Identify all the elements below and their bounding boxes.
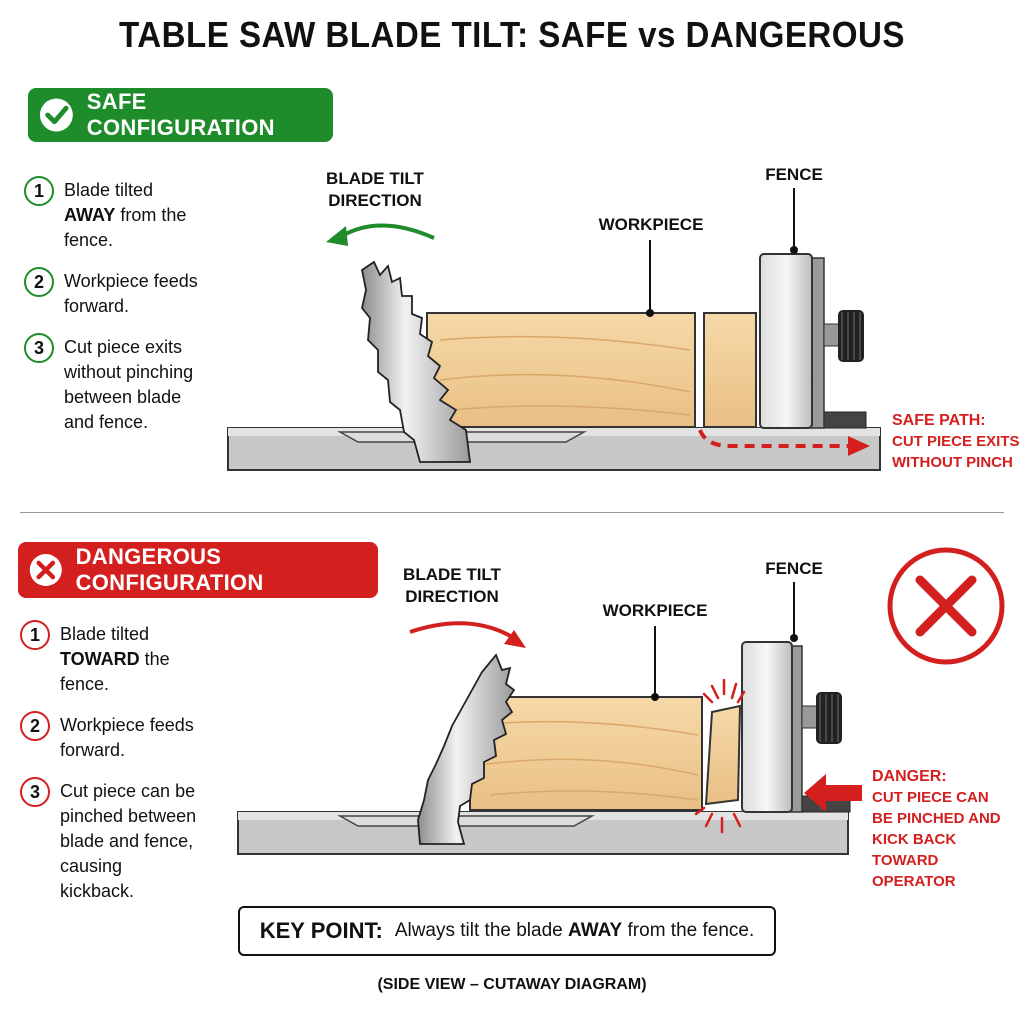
safe-fence-label: FENCE (765, 165, 823, 184)
safe-step-2: 2 Workpiece feeds forward. (24, 267, 204, 319)
danger-tilt-arrow (409, 621, 516, 640)
danger-offcut (704, 704, 742, 806)
safe-offcut (703, 312, 757, 428)
safe-step-1: 1 Blade tilted AWAY from the fence. (24, 176, 204, 253)
key-point-label: KEY POINT: (259, 918, 383, 943)
danger-banner-label: DANGEROUS CONFIGURATION (75, 544, 264, 595)
safe-path-note: SAFE PATH: CUT PIECE EXITS WITHOUT PINCH (892, 412, 1020, 471)
page-title: TABLE SAW BLADE TILT: SAFE vs DANGEROUS (119, 14, 905, 55)
step-number: 2 (24, 267, 54, 297)
section-divider (20, 512, 1004, 513)
step-number: 3 (24, 333, 54, 363)
danger-pinch-arrow (804, 774, 862, 812)
safe-step-3: 3 Cut piece exits without pinching betwe… (24, 333, 204, 435)
dangerous-configuration-banner: DANGEROUS CONFIGURATION (18, 542, 378, 598)
pinch-burst-icon (694, 678, 746, 834)
safe-banner-label: SAFE CONFIGURATION (86, 89, 275, 140)
danger-workpiece (469, 696, 703, 811)
step-number: 1 (20, 620, 50, 650)
checkmark-icon (39, 98, 73, 132)
danger-step-3: 3 Cut piece can be pinched between blade… (20, 777, 200, 904)
safe-workpiece (426, 312, 696, 428)
danger-workpiece-label: WORKPIECE (602, 601, 708, 620)
danger-step-1: 1 Blade tilted TOWARD the fence. (20, 620, 200, 697)
step-number: 1 (24, 176, 54, 206)
step-number: 3 (20, 777, 50, 807)
danger-steps-list: 1 Blade tilted TOWARD the fence. 2 Workp… (20, 620, 200, 920)
danger-fence-icon (741, 641, 851, 813)
safe-fence-icon (759, 253, 867, 429)
safe-workpiece-label: WORKPIECE (598, 215, 704, 234)
safe-saw-table (227, 427, 881, 471)
x-mark-icon (29, 553, 62, 587)
safe-configuration-banner: SAFE CONFIGURATION (28, 88, 333, 142)
danger-step-2: 2 Workpiece feeds forward. (20, 711, 200, 763)
safe-tilt-arrow (340, 223, 435, 240)
safe-blade-icon (360, 260, 472, 463)
diagram-caption: (SIDE VIEW – CUTAWAY DIAGRAM) (377, 976, 647, 993)
danger-note: DANGER: CUT PIECE CAN BE PINCHED AND KIC… (872, 768, 1001, 890)
safe-path-arrow (698, 429, 850, 448)
x-mark-circle-icon (887, 547, 1005, 665)
danger-blade-icon (417, 653, 516, 845)
step-number: 2 (20, 711, 50, 741)
key-point-box: KEY POINT: Always tilt the blade AWAY fr… (238, 906, 776, 956)
danger-saw-table (237, 811, 849, 855)
danger-fence-label: FENCE (765, 559, 823, 578)
safe-steps-list: 1 Blade tilted AWAY from the fence. 2 Wo… (24, 176, 204, 451)
